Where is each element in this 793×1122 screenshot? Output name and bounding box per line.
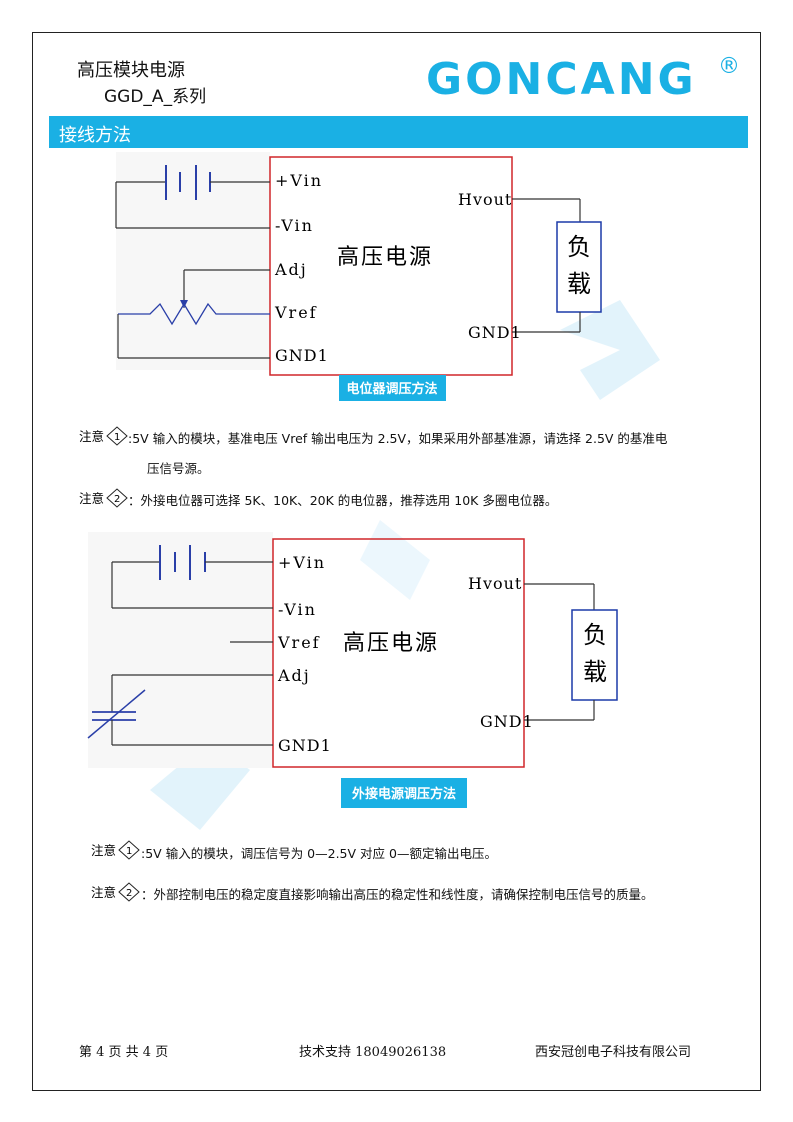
module-label: 高压电源: [337, 245, 433, 270]
footer-support: 技术支持 18049026138: [299, 1045, 447, 1060]
wiring-diagram-potentiometer: +Vin -Vin Adj Vref GND1 Hvout GND1 高压电源 …: [115, 152, 602, 401]
section-bar: [49, 116, 748, 148]
note-marker-4: 注意 2: [91, 882, 140, 902]
svg-text:注意: 注意: [79, 429, 104, 444]
pin-hvout-2: Hvout: [468, 574, 522, 593]
svg-text:2: 2: [126, 888, 132, 899]
pin-adj-2: Adj: [277, 666, 311, 685]
pin-vref-2: Vref: [277, 633, 321, 652]
footer-company: 西安冠创电子科技有限公司: [535, 1045, 692, 1060]
registered-mark: ®: [718, 54, 740, 79]
pin-adj: Adj: [274, 260, 308, 279]
pin-vref: Vref: [274, 303, 318, 322]
pin-vin-minus: -Vin: [275, 216, 314, 235]
svg-text:1: 1: [114, 432, 120, 443]
series-title: 高压模块电源: [77, 60, 185, 81]
pin-gnd1-right-2: GND1: [480, 712, 534, 731]
series-model: GGD_A_系列: [104, 87, 207, 107]
brand-logo: GONCANG: [426, 54, 697, 105]
pin-gnd1-left: GND1: [275, 346, 329, 365]
pin-gnd1-left-2: GND1: [278, 736, 332, 755]
pin-hvout: Hvout: [458, 190, 512, 209]
load-label-1: 负: [567, 233, 591, 261]
load-box-2: [571, 609, 618, 701]
svg-text:注意: 注意: [79, 491, 104, 506]
footer-page-number: 第 4 页 共 4 页: [79, 1045, 169, 1060]
svg-text:1: 1: [126, 846, 132, 857]
note-3-text: :5V 输入的模块，调压信号为 0—2.5V 对应 0—额定输出电压。: [141, 846, 497, 861]
pin-gnd1-right: GND1: [468, 323, 522, 342]
note-1-text: :5V 输入的模块，基准电压 Vref 输出电压为 2.5V，如果采用外部基准源…: [128, 431, 668, 446]
caption-potentiometer: 电位器调压方法: [346, 381, 437, 397]
svg-text:注意: 注意: [91, 843, 116, 858]
pin-vin-minus-2: -Vin: [278, 600, 317, 619]
section-title: 接线方法: [59, 125, 131, 146]
note-marker-3: 注意 1: [91, 840, 140, 860]
svg-text:注意: 注意: [91, 885, 116, 900]
caption-external-source: 外接电源调压方法: [351, 786, 456, 802]
wiring-diagram-external-source: +Vin -Vin Vref Adj GND1 Hvout GND1 高压电源 …: [87, 532, 618, 808]
load-box: [556, 221, 602, 313]
svg-text:2: 2: [114, 494, 120, 505]
page-frame: [32, 32, 761, 1091]
pin-vin-plus: +Vin: [275, 171, 323, 190]
load-label-2-2: 载: [583, 658, 607, 686]
note-1-continuation: 压信号源。: [147, 461, 210, 476]
module-label-2: 高压电源: [343, 631, 439, 656]
note-marker-2: 注意 2: [79, 488, 128, 508]
load-label-1-2: 负: [583, 621, 607, 649]
module-box-2: [272, 538, 525, 768]
note-marker-1: 注意 1: [79, 426, 128, 446]
load-label-2: 载: [567, 270, 591, 298]
pin-vin-plus-2: +Vin: [278, 553, 326, 572]
note-2-text: ：外接电位器可选择 5K、10K、20K 的电位器，推荐选用 10K 多圈电位器…: [128, 493, 558, 508]
note-4-text: ：外部控制电压的稳定度直接影响输出高压的稳定性和线性度，请确保控制电压信号的质量…: [141, 887, 654, 902]
